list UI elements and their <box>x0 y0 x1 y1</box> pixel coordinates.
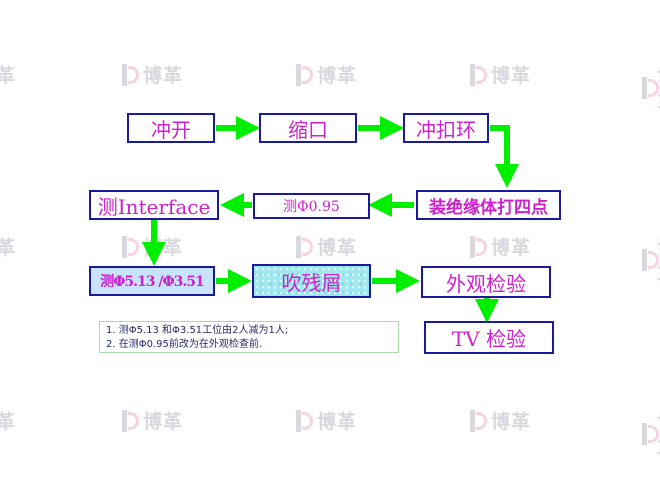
watermark-text: 博革 <box>143 65 184 87</box>
node-measure-513-351: 测Φ5.13 /Φ3.51 <box>89 266 215 296</box>
node-visual-check: 外观检验 <box>421 266 551 298</box>
watermark-text: 博革 <box>491 411 532 433</box>
watermark-logo: 博革 <box>642 407 660 461</box>
watermark-text: 博革 <box>657 233 660 287</box>
improvement-note: 1. 测Φ5.13 和Φ3.51工位由2人减为1人; 2. 在测Φ0.95前改为… <box>99 321 399 353</box>
watermark-mark-icon <box>642 77 659 99</box>
watermark-text: 博革 <box>0 411 17 433</box>
watermark-text: 博革 <box>143 411 184 433</box>
watermark-mark-icon <box>470 235 487 258</box>
node-tv-check: TV 检验 <box>424 321 554 354</box>
watermark-mark-icon <box>122 63 139 86</box>
arrow-crimp-to-insulation <box>490 125 519 188</box>
watermark-logo: 博革 <box>470 407 531 434</box>
watermark-logo: 博革 <box>296 61 357 88</box>
watermark-text: 博革 <box>657 407 660 461</box>
watermark-mark-icon <box>642 423 659 445</box>
watermark-logo: 博革 <box>470 61 531 88</box>
watermark-logo: 博革 <box>296 407 357 434</box>
watermark-mark-icon <box>122 235 139 258</box>
watermark-mark-icon <box>470 63 487 86</box>
watermark-mark-icon <box>470 409 487 432</box>
note-line-2: 2. 在测Φ0.95前改为在外观检查前. <box>106 339 263 350</box>
watermark-logo: 博革 <box>642 233 660 287</box>
watermark-mark-icon <box>122 409 139 432</box>
watermark-mark-icon <box>296 63 313 86</box>
watermark-text: 博革 <box>491 65 532 87</box>
watermark-mark-icon <box>642 249 659 271</box>
watermark-logo: 博革 <box>0 61 16 88</box>
node-punch: 冲开 <box>127 113 215 143</box>
watermark-logo: 博革 <box>122 61 183 88</box>
watermark-text: 博革 <box>0 237 17 259</box>
watermark-logo: 博革 <box>470 233 531 260</box>
node-shrink: 缩口 <box>259 113 357 143</box>
watermark-mark-icon <box>296 235 313 258</box>
watermark-text: 博革 <box>0 65 17 87</box>
note-line-1: 1. 测Φ5.13 和Φ3.51工位由2人减为1人; <box>106 325 289 336</box>
watermark-logo: 博革 <box>122 407 183 434</box>
node-measure-interface: 测Interface <box>89 190 219 220</box>
watermark-text: 博革 <box>657 61 660 115</box>
node-insulation-points: 装绝缘体打四点 <box>416 190 561 220</box>
watermark-mark-icon <box>296 409 313 432</box>
watermark-text: 博革 <box>317 411 358 433</box>
watermark-logo: 博革 <box>0 407 16 434</box>
watermark-logo: 博革 <box>296 233 357 260</box>
node-measure-095: 测Φ0.95 <box>253 193 370 219</box>
watermark-logo: 博革 <box>0 233 16 260</box>
watermark-logo: 博革 <box>642 61 660 115</box>
watermark-text: 博革 <box>317 237 358 259</box>
node-blow-debris: 吹残屑 <box>252 264 371 298</box>
node-crimp: 冲扣环 <box>403 113 489 143</box>
watermark-text: 博革 <box>491 237 532 259</box>
watermark-text: 博革 <box>317 65 358 87</box>
